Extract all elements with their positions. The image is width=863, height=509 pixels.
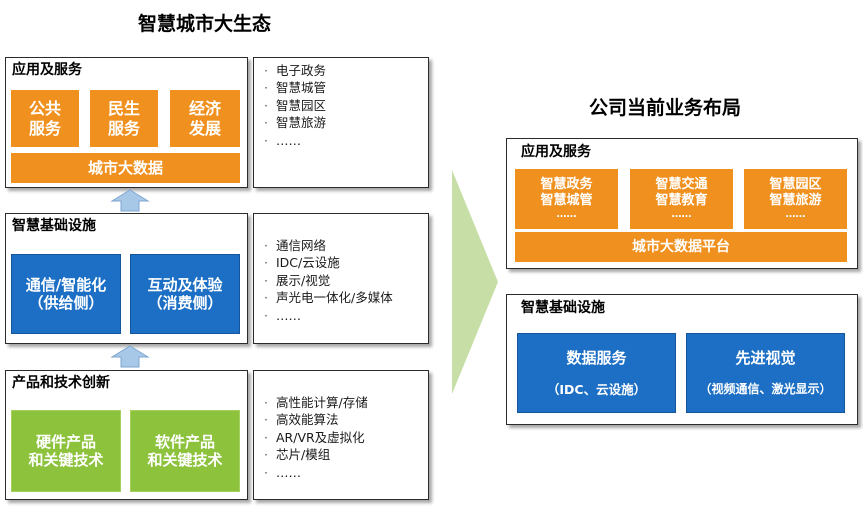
list-item: ·AR/VR及虚拟化 <box>264 429 365 445</box>
data-service-box: 数据服务 （IDC、云设施） <box>517 333 676 413</box>
list-item: ·…… <box>264 132 301 148</box>
left-title: 智慧城市大生态 <box>138 13 272 35</box>
list-item: ·智慧园区 <box>264 97 327 113</box>
hardware-box: 硬件产品 和关键技术 <box>11 410 121 492</box>
list-item: ·展示/视觉 <box>264 272 331 288</box>
list-item: ·IDC/云设施 <box>264 255 340 271</box>
list-item: ·电子政务 <box>264 63 327 78</box>
left-apps-list: ·电子政务 ·智慧城管 ·智慧园区 ·智慧旅游 ·…… <box>253 57 429 188</box>
box-line: （视频通信、激光显示） <box>699 382 832 397</box>
up-arrow-icon <box>110 345 150 368</box>
communication-box: 通信/智能化 （供给侧） <box>11 254 121 334</box>
box-line: 经济 <box>188 99 221 119</box>
list-item: ·高效能算法 <box>264 412 339 428</box>
list-item: ·通信网络 <box>264 238 327 253</box>
box-line: 服务 <box>28 118 61 138</box>
box-line: 服务 <box>107 118 140 138</box>
box-line: （IDC、云设施） <box>546 382 647 397</box>
box-line: 通信/智能化 <box>25 276 107 294</box>
list-item: ·高性能计算/存储 <box>264 395 368 410</box>
software-box: 软件产品 和关键技术 <box>130 410 240 492</box>
left-products-title: 产品和技术创新 <box>12 375 110 391</box>
interaction-box: 互动及体验 （消费侧） <box>130 254 240 334</box>
box-line: 智慧城管 <box>540 192 593 208</box>
list-item: ·智慧旅游 <box>264 115 327 131</box>
box-line: …… <box>785 209 806 220</box>
list-item: ·芯片/模组 <box>264 447 331 463</box>
list-item: ·…… <box>264 307 301 323</box>
box-line: 智慧园区 <box>769 176 822 192</box>
gov-service-box: 智慧政务 智慧城管 …… <box>515 169 618 229</box>
list-item: ·…… <box>264 464 301 480</box>
left-apps-title: 应用及服务 <box>12 62 82 78</box>
box-line: 硬件产品 <box>35 433 96 451</box>
traffic-education-box: 智慧交通 智慧教育 …… <box>630 169 733 229</box>
up-arrow-icon <box>110 189 150 212</box>
box-line: （供给侧） <box>28 294 104 312</box>
right-title: 公司当前业务布局 <box>589 97 742 119</box>
economic-development-box: 经济 发展 <box>170 90 240 147</box>
list-item: ·声光电一体化/多媒体 <box>264 290 393 306</box>
list-item: ·智慧城管 <box>264 80 327 96</box>
public-service-box: 公共 服务 <box>11 90 79 147</box>
box-line: …… <box>556 209 577 220</box>
left-infra-title: 智慧基础设施 <box>12 218 96 234</box>
left-infra-list: ·通信网络 ·IDC/云设施 ·展示/视觉 ·声光电一体化/多媒体 ·…… <box>253 213 429 344</box>
box-line: 公共 <box>28 99 61 119</box>
right-arrow-icon <box>452 170 498 394</box>
box-line: 和关键技术 <box>147 451 223 469</box>
city-big-data-bar: 城市大数据 <box>11 153 240 183</box>
box-line: 和关键技术 <box>28 451 104 469</box>
box-line: 先进视觉 <box>735 349 796 368</box>
city-big-data-platform-bar: 城市大数据平台 <box>515 232 847 262</box>
livelihood-service-box: 民生 服务 <box>90 90 158 147</box>
box-line: 智慧政务 <box>540 176 593 192</box>
box-line: 软件产品 <box>154 433 215 451</box>
box-line: 智慧交通 <box>655 176 708 192</box>
right-infra-title: 智慧基础设施 <box>521 300 605 316</box>
box-line: 智慧旅游 <box>769 192 822 208</box>
box-line: …… <box>671 209 692 220</box>
advanced-vision-box: 先进视觉 （视频通信、激光显示） <box>686 333 845 413</box>
left-products-list: ·高性能计算/存储 ·高效能算法 ·AR/VR及虚拟化 ·芯片/模组 ·…… <box>253 370 429 500</box>
right-apps-title: 应用及服务 <box>521 144 591 160</box>
box-line: 发展 <box>188 118 221 138</box>
park-tourism-box: 智慧园区 智慧旅游 …… <box>744 169 847 229</box>
box-line: 数据服务 <box>566 349 627 367</box>
box-line: 民生 <box>107 99 140 119</box>
box-line: 互动及体验 <box>147 276 223 294</box>
box-line: 智慧教育 <box>655 192 708 208</box>
box-line: （消费侧） <box>147 294 223 312</box>
